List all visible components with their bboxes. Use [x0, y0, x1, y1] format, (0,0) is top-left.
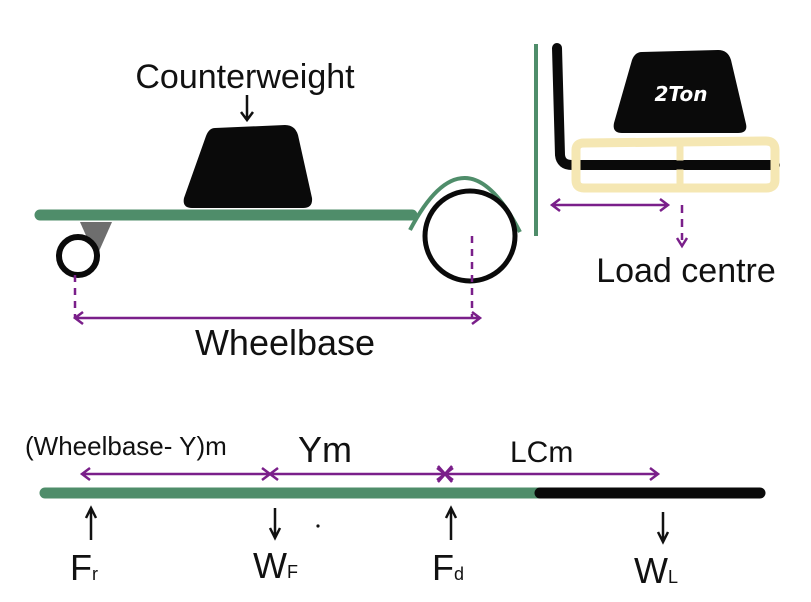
front-wheel	[422, 188, 518, 284]
load-block	[613, 50, 747, 133]
force-wf-label: WF	[253, 545, 298, 586]
span-mid-label: Ym	[298, 429, 352, 470]
force-fd-arrow	[444, 505, 458, 540]
span-right-dimension	[442, 467, 661, 481]
counterweight-label: Counterweight	[135, 58, 355, 96]
load-weight-text: 2Ton	[655, 82, 708, 106]
load-centre-dimension	[549, 198, 671, 212]
wheelbase-dimension	[72, 311, 483, 325]
pallet	[571, 136, 780, 193]
force-fr-arrow	[84, 505, 98, 540]
wheelbase-label: Wheelbase	[195, 322, 375, 363]
rear-wheel-bracket	[80, 222, 112, 258]
force-wl-arrow	[656, 512, 670, 545]
load-centre-arrowhead	[675, 237, 689, 249]
fulcrum-mark	[437, 465, 453, 483]
free-body-diagram: (Wheelbase- Y)m Ym LCm Fr WF Fd WL	[25, 429, 766, 591]
span-mid-dimension	[267, 467, 448, 481]
stray-dot	[316, 524, 320, 528]
force-wl-label: WL	[634, 550, 678, 591]
counterweight-block	[183, 125, 313, 208]
counterweight-arrow	[240, 95, 254, 123]
span-left-label: (Wheelbase- Y)m	[25, 431, 227, 461]
force-fd-label: Fd	[432, 547, 464, 588]
rear-wheel	[56, 234, 100, 278]
forklift-sketch: Counterweight 2Ton Load centre	[34, 43, 780, 363]
span-left-dimension	[79, 467, 273, 481]
force-wf-arrow	[268, 508, 282, 541]
load-centre-label: Load centre	[596, 252, 776, 290]
force-fr-label: Fr	[70, 547, 98, 588]
span-right-label: LCm	[510, 436, 573, 469]
